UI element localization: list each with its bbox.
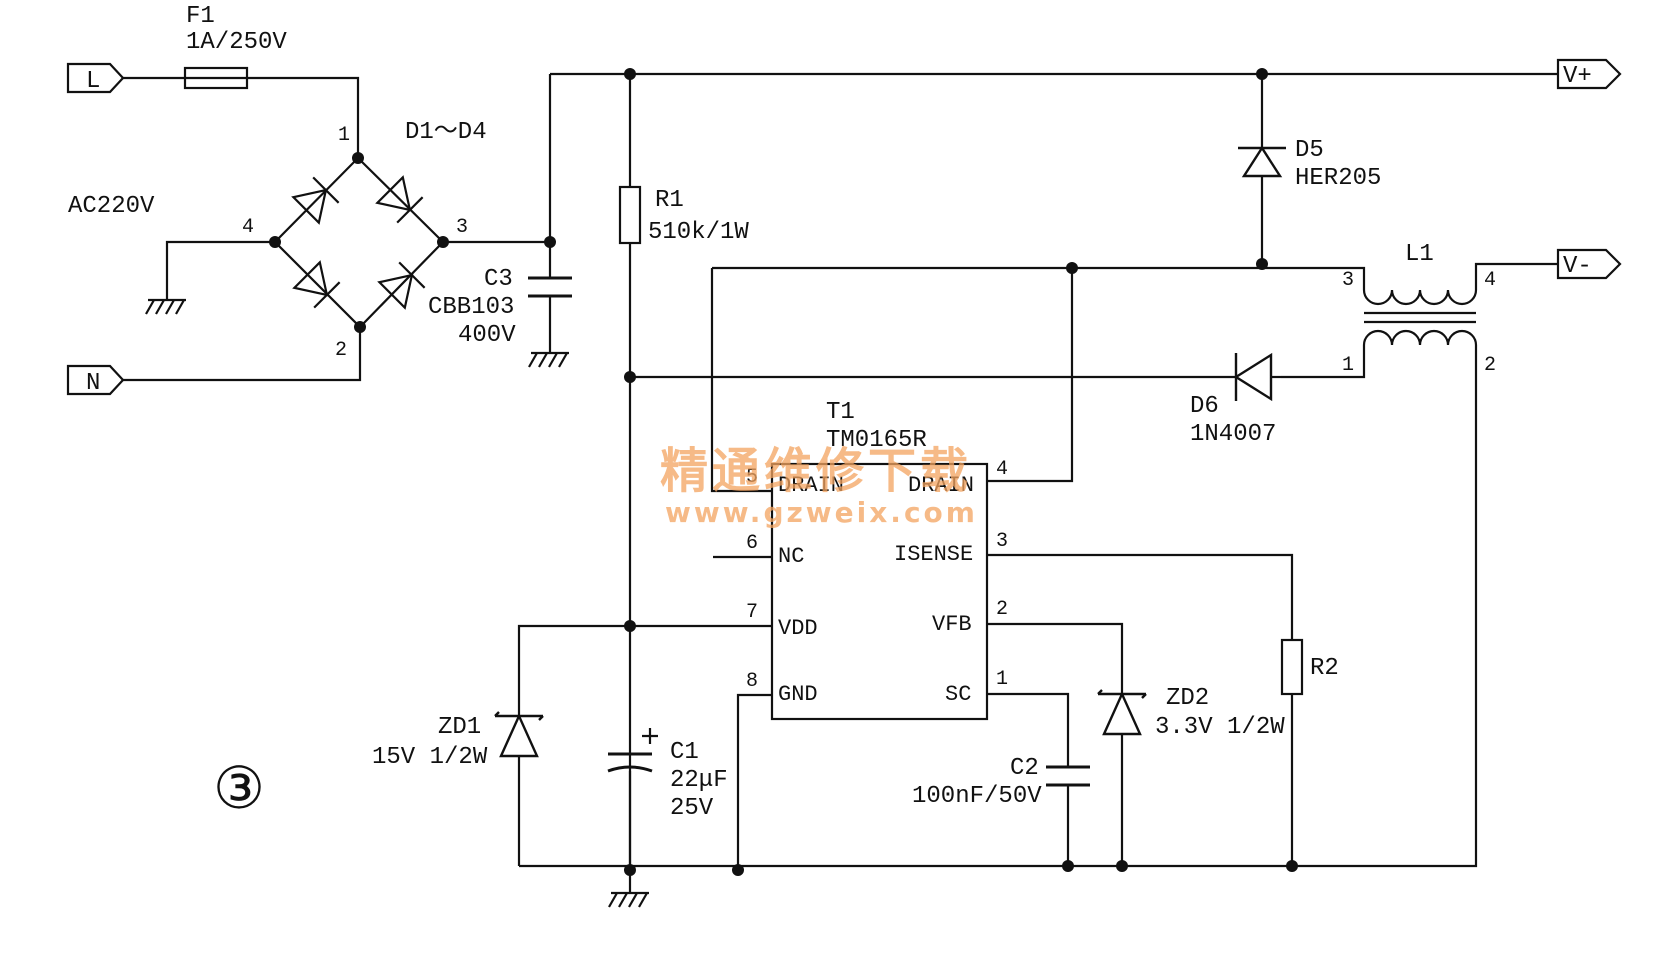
ic-pinname-drain-right: DRAIN: [908, 473, 974, 498]
bridge-pin-2: 2: [335, 339, 347, 362]
ic-pinname-nc: NC: [778, 544, 804, 569]
t1-ref: T1: [826, 399, 855, 426]
ground-icon: [608, 870, 649, 908]
ic-pinname-isense: ISENSE: [894, 542, 973, 567]
c2-ref: C2: [1010, 755, 1039, 782]
ic-pinname-vdd: VDD: [778, 616, 818, 641]
connector-vplus: V+: [1556, 58, 1622, 90]
zener-zd1: ZD1 15V 1/2W: [372, 711, 544, 771]
f1-ref: F1: [186, 3, 215, 30]
ic-pin-6: 6: [746, 532, 758, 555]
bridge-pin-3: 3: [456, 216, 468, 239]
capacitor-c2: C2 100nF/50V: [912, 755, 1090, 810]
t1-part: TM0165R: [826, 427, 927, 454]
zener-zd2: ZD2 3.3V 1/2W: [1097, 685, 1285, 741]
zd1-ref: ZD1: [438, 714, 481, 741]
bridge-ref: D1～D4: [405, 119, 487, 146]
resistor-r1: R1 510k/1W: [618, 185, 749, 246]
capacitor-c1: C1 22μF 25V: [607, 728, 728, 822]
d5-value: HER205: [1295, 165, 1381, 192]
connector-n: N: [66, 364, 125, 397]
ground-icon: [528, 351, 569, 368]
figure-number: ③: [213, 754, 265, 822]
watermark: 精通维修下载 www.gzweix.com: [660, 443, 978, 529]
c3-voltage: 400V: [458, 322, 516, 349]
connector-n-label: N: [86, 370, 100, 397]
ic-pin-3: 3: [996, 530, 1008, 553]
d6-ref: D6: [1190, 393, 1219, 420]
bridge-pin-4: 4: [242, 216, 254, 239]
c2-value: 100nF/50V: [912, 783, 1042, 810]
inductor-l1: [1362, 289, 1478, 346]
l1-pin-3: 3: [1342, 269, 1354, 292]
ic-pin-1: 1: [996, 668, 1008, 691]
ic-pin-5: 5: [746, 466, 758, 489]
c1-capacitance: 22μF: [670, 767, 728, 794]
bridge-pin-1: 1: [338, 124, 350, 147]
connector-vplus-label: V+: [1563, 63, 1592, 90]
ic-pinname-vfb: VFB: [932, 612, 972, 637]
connector-vminus: V-: [1556, 248, 1622, 280]
connector-l: L: [66, 62, 125, 95]
l1-pin-4: 4: [1484, 269, 1496, 292]
d6-value: 1N4007: [1190, 421, 1276, 448]
watermark-text-cn: 精通维修下载: [660, 443, 972, 499]
ic-pinname-sc: SC: [945, 682, 971, 707]
zd1-value: 15V 1/2W: [372, 744, 488, 771]
watermark-url: www.gzweix.com: [665, 496, 978, 529]
diode-d5: D5 HER205: [1238, 137, 1381, 192]
connector-l-label: L: [86, 68, 100, 95]
c1-ref: C1: [670, 739, 699, 766]
d5-ref: D5: [1295, 137, 1324, 164]
ic-pinname-gnd: GND: [778, 682, 818, 707]
diode-d6: D6 1N4007: [1190, 352, 1281, 448]
capacitor-c3: C3 CBB103 400V: [428, 266, 572, 349]
f1-value: 1A/250V: [186, 29, 287, 56]
ic-t1: T1 TM0165R 5 4 6 3 7 2 8 1 DRAIN DRAIN N…: [746, 399, 1008, 721]
c3-type: CBB103: [428, 294, 514, 321]
ic-pin-7: 7: [746, 601, 758, 624]
ic-pinname-drain-left: DRAIN: [778, 473, 844, 498]
zd2-value: 3.3V 1/2W: [1155, 714, 1285, 741]
ic-pin-4: 4: [996, 458, 1008, 481]
fuse-f1: F1 1A/250V: [183, 3, 287, 90]
c1-voltage: 25V: [670, 795, 714, 822]
resistor-r2: R2: [1280, 638, 1339, 696]
ground-icon: [145, 298, 186, 315]
bridge-rectifier: 1 2 3 4 D1～D4: [242, 119, 487, 362]
ic-pin-2: 2: [996, 598, 1008, 621]
c3-ref: C3: [484, 266, 513, 293]
ic-pin-8: 8: [746, 670, 758, 693]
wires: [123, 72, 1558, 870]
l1-pin-1: 1: [1342, 354, 1354, 377]
r1-ref: R1: [655, 187, 684, 214]
l1-pin-2: 2: [1484, 354, 1496, 377]
connector-vminus-label: V-: [1563, 253, 1592, 280]
r2-ref: R2: [1310, 655, 1339, 682]
l1-ref: L1: [1405, 241, 1434, 268]
zd2-ref: ZD2: [1166, 685, 1209, 712]
ac-input-label: AC220V: [68, 193, 155, 220]
r1-value: 510k/1W: [648, 219, 749, 246]
